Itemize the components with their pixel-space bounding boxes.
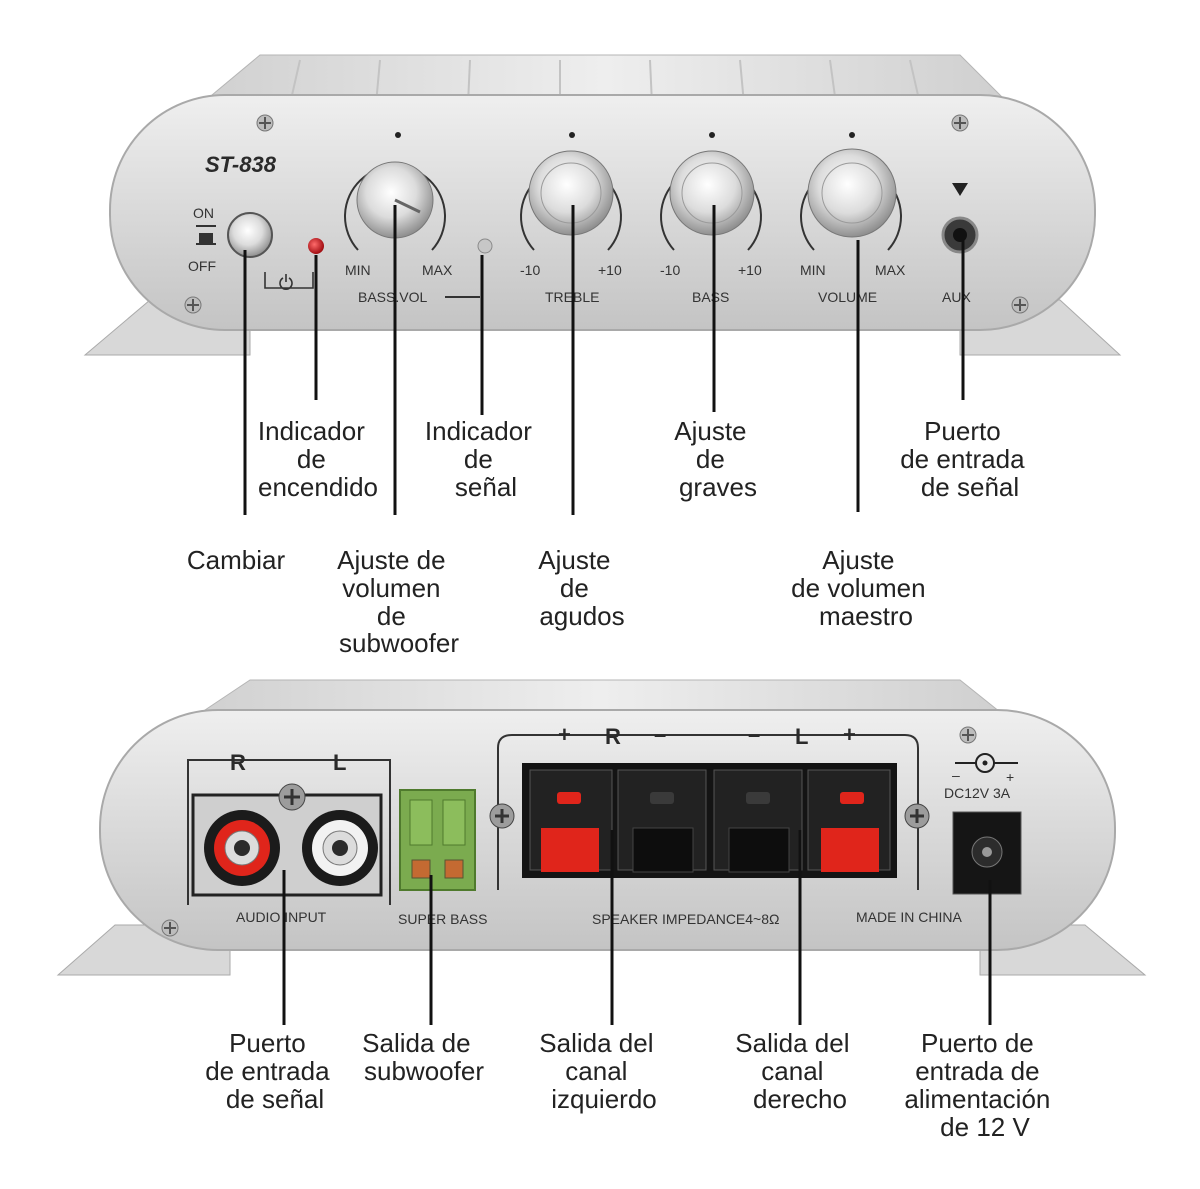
audio-input-label: AUDIO INPUT: [236, 909, 327, 925]
callout-sub-volume: Ajuste de volumen de subwoofer: [337, 545, 459, 658]
input-l-label: L: [333, 750, 346, 775]
aux-jack[interactable]: [941, 216, 979, 254]
callout-left-channel: Salida del canal izquierdo: [539, 1028, 660, 1114]
aux-title: AUX: [942, 289, 971, 305]
spk-minus-r: –: [654, 722, 666, 747]
spk-plus-r: +: [558, 722, 571, 747]
callout-sub-output: Salida de subwoofer: [362, 1028, 484, 1086]
callout-treble-adjust: Ajuste de agudos: [538, 545, 624, 631]
spk-l-label: L: [795, 724, 808, 749]
switch-symbol-icon: [196, 225, 216, 245]
treble-min: -10: [520, 262, 540, 278]
bass-knob[interactable]: [660, 132, 762, 251]
bass-knob-min: -10: [660, 262, 680, 278]
speaker-bracket: [497, 734, 919, 890]
spk-plus-l: +: [843, 722, 856, 747]
super-bass-label: SUPER BASS: [398, 911, 487, 927]
left-plus-terminal[interactable]: [807, 769, 891, 872]
screw-icon: [904, 803, 930, 829]
callout-input-port-front: Puerto de entrada de señal: [900, 416, 1032, 502]
model-label: ST-838: [205, 152, 277, 177]
callout-power-indicator: Indicador de encendido: [258, 416, 378, 502]
screw-icon: [256, 114, 274, 132]
volume-max: MAX: [875, 262, 906, 278]
bass-vol-max: MAX: [422, 262, 453, 278]
rear-leader-lines: [282, 830, 992, 1025]
speaker-impedance-label: SPEAKER IMPEDANCE4~8Ω: [592, 911, 779, 927]
dc-rating-label: DC12V 3A: [944, 785, 1011, 801]
bass-knob-max: +10: [738, 262, 762, 278]
bass-volume-knob[interactable]: [344, 132, 446, 251]
rear-panel: R L AUDIO INPUT SUPER BASS + R –: [56, 679, 1147, 976]
callout-switch: Cambiar: [187, 545, 286, 575]
rca-left-jack[interactable]: [302, 810, 378, 886]
volume-knob[interactable]: [800, 132, 902, 251]
made-in-label: MADE IN CHINA: [856, 909, 962, 925]
front-leader-lines: [243, 205, 965, 515]
screw-icon: [489, 803, 515, 829]
callout-bass-adjust: Ajuste de graves: [674, 416, 757, 502]
dc-minus: –: [952, 767, 960, 783]
callout-signal-indicator: Indicador de señal: [425, 416, 539, 502]
treble-knob[interactable]: [520, 132, 622, 251]
switch-on-label: ON: [193, 205, 214, 221]
callout-power-input: Puerto de entrada de alimentación de 12 …: [904, 1028, 1057, 1142]
bass-knob-title: BASS: [692, 289, 729, 305]
screw-icon: [278, 783, 306, 811]
left-minus-terminal[interactable]: [713, 769, 803, 873]
input-r-label: R: [230, 750, 246, 775]
front-panel: ST-838 ON OFF MIN MAX BASS.VOL -10: [83, 54, 1122, 356]
right-minus-terminal[interactable]: [617, 769, 707, 873]
callout-master-volume: Ajuste de volumen maestro: [791, 545, 933, 631]
switch-off-label: OFF: [188, 258, 216, 274]
switch-button[interactable]: [227, 212, 273, 258]
callout-right-channel: Salida del canal derecho: [735, 1028, 856, 1114]
screw-icon: [959, 726, 977, 744]
spk-minus-l: –: [748, 722, 760, 747]
screw-icon: [161, 919, 179, 937]
callouts-top: Indicador de encendido Indicador de seña…: [187, 416, 1032, 658]
screw-icon: [951, 114, 969, 132]
right-plus-terminal[interactable]: [529, 769, 613, 872]
rca-right-jack[interactable]: [204, 810, 280, 886]
screw-icon: [1011, 296, 1029, 314]
treble-max: +10: [598, 262, 622, 278]
spk-r-label: R: [605, 724, 621, 749]
power-switch[interactable]: ON OFF: [188, 205, 273, 274]
dc-plus: +: [1006, 769, 1014, 785]
callouts-bottom: Puerto de entrada de señal Salida de sub…: [205, 1028, 1057, 1142]
input-bracket: [187, 759, 391, 905]
bass-vol-min: MIN: [345, 262, 371, 278]
power-led: [308, 238, 324, 254]
volume-min: MIN: [800, 262, 826, 278]
bass-vol-title: BASS.VOL: [358, 289, 427, 305]
dc-polarity-icon: [955, 753, 1018, 773]
aux-arrow-icon: [952, 183, 968, 196]
volume-title: VOLUME: [818, 289, 877, 305]
callout-input-port-rear: Puerto de entrada de señal: [205, 1028, 337, 1114]
dc-power-jack[interactable]: [952, 811, 1022, 895]
power-symbol-icon: [264, 272, 314, 290]
signal-led: [477, 238, 493, 254]
screw-icon: [184, 296, 202, 314]
sub-output-terminal[interactable]: [399, 789, 476, 891]
